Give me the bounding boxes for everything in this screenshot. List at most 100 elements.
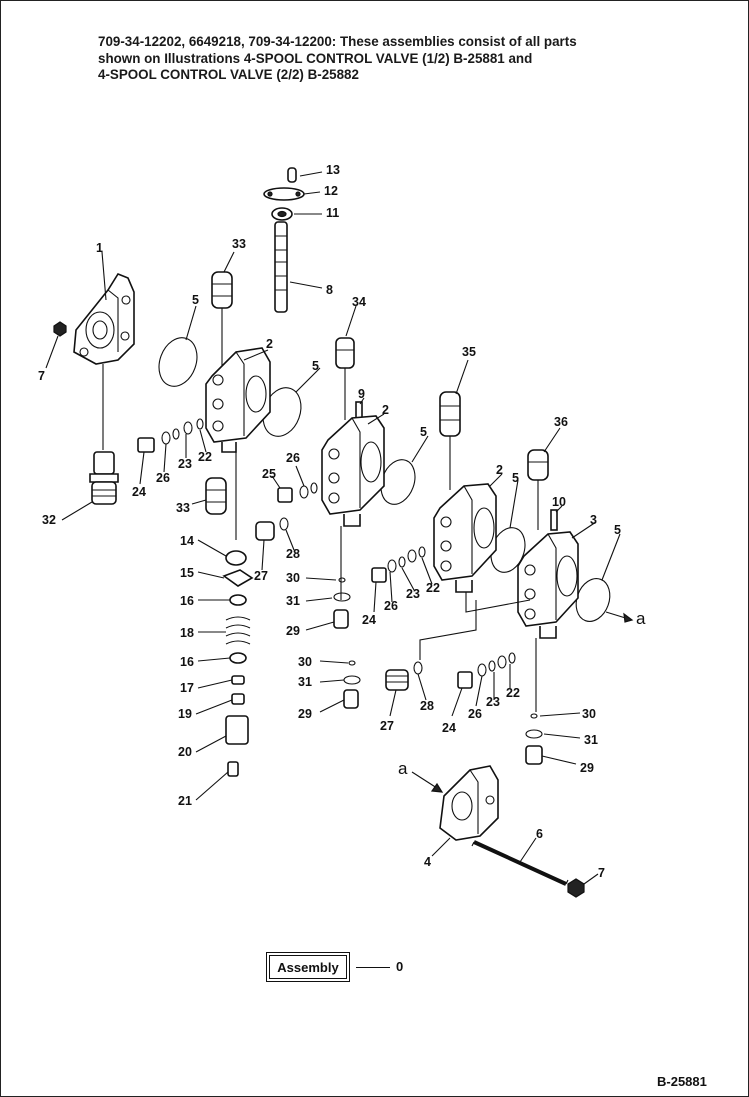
part-6-tie-bolt — [471, 840, 569, 886]
part-36-valve — [527, 449, 549, 481]
callout-12: 12 — [324, 184, 338, 198]
part-1-end-plate — [73, 273, 135, 365]
callout-25: 25 — [262, 467, 276, 481]
assembly-leader-line — [356, 967, 390, 968]
header-line-1: 709-34-12202, 6649218, 709-34-12200: The… — [98, 34, 577, 49]
figure-id: B-25881 — [657, 1074, 707, 1089]
part-12-plate — [263, 187, 305, 201]
callout-24: 24 — [362, 613, 376, 627]
callout-20: 20 — [178, 745, 192, 759]
callout-24: 24 — [442, 721, 456, 735]
part-33-valve-top — [211, 271, 233, 309]
part-35-valve — [439, 391, 461, 437]
callout-26: 26 — [156, 471, 170, 485]
callout-29: 29 — [298, 707, 312, 721]
callout-31: 31 — [286, 594, 300, 608]
check-cluster-b — [343, 660, 361, 709]
part-7-nut-right — [567, 878, 585, 898]
callout-14: 14 — [180, 534, 194, 548]
callout-23: 23 — [406, 587, 420, 601]
part-10-pin — [550, 509, 558, 531]
callout-18: 18 — [180, 626, 194, 640]
part-13-bolt — [287, 167, 297, 183]
callout-30: 30 — [582, 707, 596, 721]
part-8-spool — [274, 221, 288, 313]
callout-35: 35 — [462, 345, 476, 359]
callout-5: 5 — [420, 425, 427, 439]
callout-17: 17 — [180, 681, 194, 695]
callout-2: 2 — [382, 403, 389, 417]
callout-19: 19 — [178, 707, 192, 721]
callout-26: 26 — [286, 451, 300, 465]
callout-8: 8 — [326, 283, 333, 297]
callout-33: 33 — [232, 237, 246, 251]
callout-24: 24 — [132, 485, 146, 499]
part-3-housing — [517, 531, 579, 639]
part-2-housing-b — [321, 415, 385, 527]
callout-27: 27 — [254, 569, 268, 583]
callout-28: 28 — [420, 699, 434, 713]
callout-30: 30 — [286, 571, 300, 585]
plug-cluster-c — [371, 546, 426, 583]
callout-numbers: 1 7 32 33 5 2 13 12 11 8 34 5 9 2 35 5 2… — [38, 163, 646, 880]
plug-cluster-e — [457, 652, 516, 689]
callout-22: 22 — [506, 686, 520, 700]
callout-22: 22 — [426, 581, 440, 595]
callout-26: 26 — [468, 707, 482, 721]
callout-15: 15 — [180, 566, 194, 580]
callout-5: 5 — [614, 523, 621, 537]
callout-2: 2 — [266, 337, 273, 351]
check-cluster-a — [333, 577, 351, 629]
callout-29: 29 — [286, 624, 300, 638]
callout-21: 21 — [178, 794, 192, 808]
callout-2: 2 — [496, 463, 503, 477]
callout-13: 13 — [326, 163, 340, 177]
connection-label-bottom: a — [398, 759, 408, 778]
callout-5: 5 — [512, 471, 519, 485]
callout-23: 23 — [486, 695, 500, 709]
connection-arrowhead-bottom — [430, 782, 444, 793]
plug-cluster-d — [385, 661, 423, 691]
part-34-valve — [335, 337, 355, 369]
callout-16: 16 — [180, 655, 194, 669]
callout-26: 26 — [384, 599, 398, 613]
callout-5: 5 — [192, 293, 199, 307]
part-5-oring-a — [158, 337, 198, 387]
callout-11: 11 — [326, 206, 339, 220]
callout-31: 31 — [584, 733, 598, 747]
callout-4: 4 — [424, 855, 431, 869]
part-7-nut-left — [53, 321, 67, 337]
part-32-relief-valve — [89, 451, 119, 505]
callout-7: 7 — [598, 866, 605, 880]
callout-9: 9 — [358, 387, 365, 401]
callout-1: 1 — [96, 241, 103, 255]
header-line-2: shown on Illustrations 4-SPOOL CONTROL V… — [98, 50, 533, 66]
part-4-end-plate — [439, 765, 499, 841]
callout-36: 36 — [554, 415, 568, 429]
callout-31: 31 — [298, 675, 312, 689]
callout-6: 6 — [536, 827, 543, 841]
connection-arrowhead-right — [623, 612, 634, 623]
header-note: 709-34-12202, 6649218, 709-34-12200: The… — [98, 34, 698, 84]
part-11-seal — [271, 207, 293, 221]
callout-34: 34 — [352, 295, 366, 309]
assembly-callout-number: 0 — [396, 959, 404, 974]
callout-33: 33 — [176, 501, 190, 515]
callout-16: 16 — [180, 594, 194, 608]
callout-22: 22 — [198, 450, 212, 464]
part-drawings — [53, 167, 634, 898]
part-2-housing-a — [205, 347, 271, 453]
check-cluster-c — [525, 713, 543, 765]
part-2-housing-c — [433, 483, 497, 593]
callout-23: 23 — [178, 457, 192, 471]
callout-7: 7 — [38, 369, 45, 383]
callout-29: 29 — [580, 761, 594, 775]
callout-30: 30 — [298, 655, 312, 669]
plug-cluster-a — [137, 418, 204, 453]
connection-label-right: a — [636, 609, 646, 628]
assembly-label-box: Assembly — [266, 952, 350, 982]
callout-5: 5 — [312, 359, 319, 373]
callout-10: 10 — [552, 495, 566, 509]
leader-lines — [45, 171, 621, 885]
